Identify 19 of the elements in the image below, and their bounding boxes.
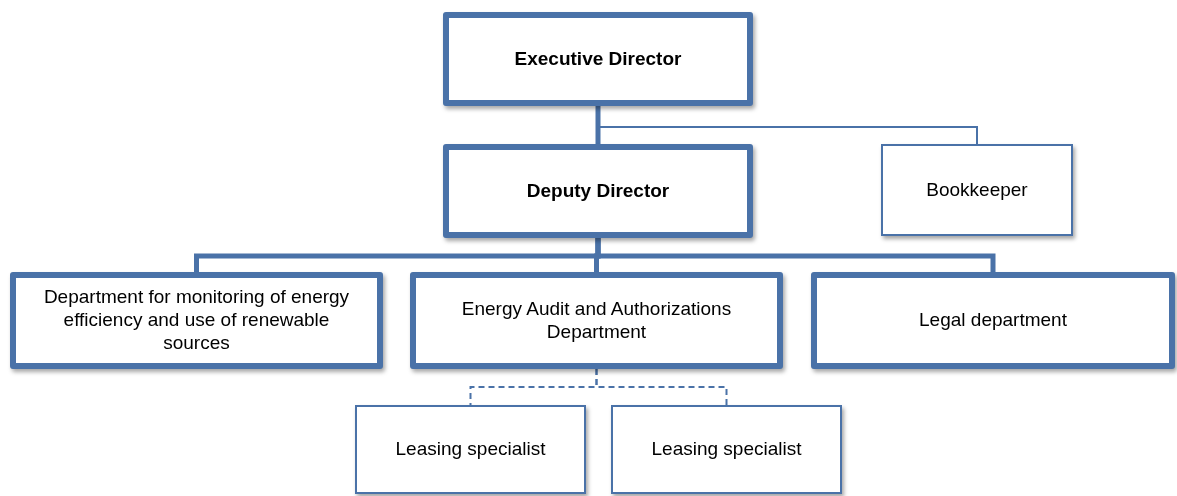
org-box <box>881 144 1073 236</box>
box-label: Deputy Director <box>526 179 670 203</box>
box-label: Leasing specialist <box>651 438 802 461</box>
org-box <box>355 405 586 494</box>
org-box <box>443 144 753 238</box>
box-label: Executive Director <box>514 47 682 71</box>
box-label: Leasing specialist <box>395 438 546 461</box>
connector-line <box>595 106 601 144</box>
org-box <box>811 272 1175 369</box>
org-box <box>10 272 383 369</box>
connector-line <box>595 368 728 406</box>
box-label: Bookkeeper <box>926 178 1028 202</box>
connector-line <box>595 238 996 272</box>
box-label: Legal department <box>919 309 1067 332</box>
box-label: Department for monitoring of energy efficiency and use of renewable sources <box>42 286 351 355</box>
org-box <box>443 12 753 106</box>
box-label: Energy Audit and Authorizations Department <box>460 297 733 344</box>
org-box <box>410 272 783 369</box>
org-box <box>611 405 842 494</box>
